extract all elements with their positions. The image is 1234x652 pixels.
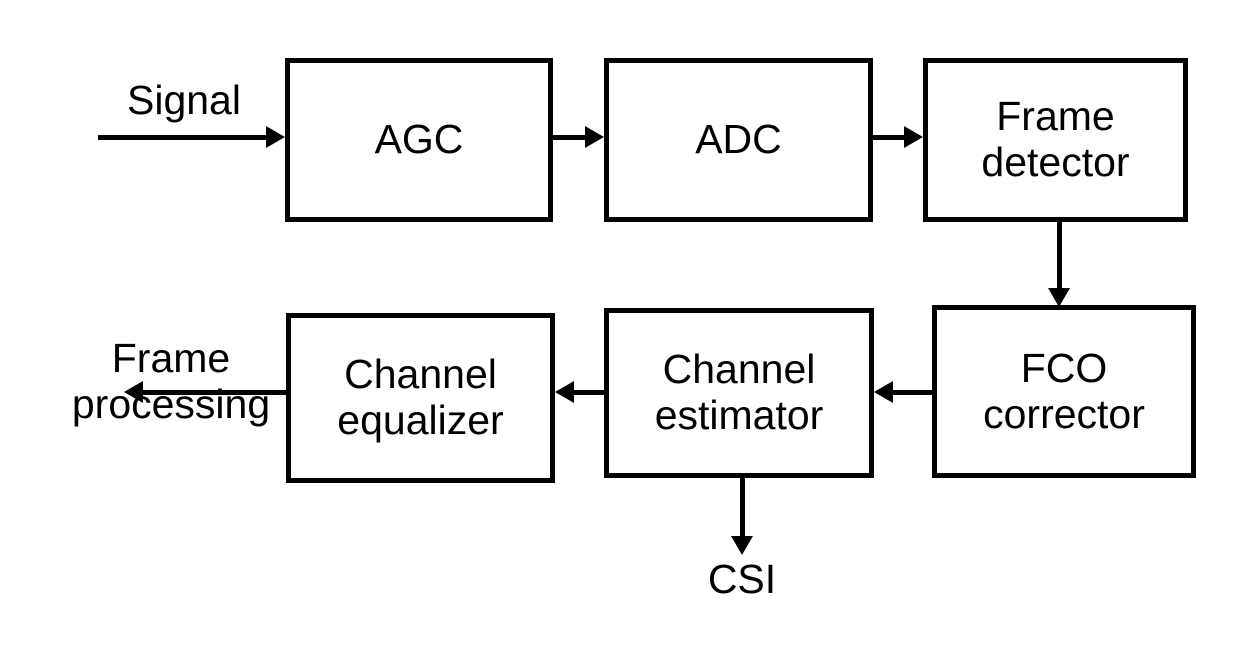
arrow-head-estimator-to-csi — [731, 536, 753, 555]
arrow-head-fco-to-estimator — [874, 381, 893, 403]
block-agc[interactable]: AGC — [285, 58, 553, 222]
block-channel-estimator[interactable]: Channel estimator — [604, 308, 874, 478]
arrow-head-frame-detector-to-fco — [1048, 288, 1070, 307]
frame-processing-label: Frame processing — [71, 335, 271, 427]
block-channel-equalizer[interactable]: Channel equalizer — [286, 313, 555, 483]
connector-signal-to-agc — [98, 135, 266, 140]
arrow-head-signal-to-agc — [266, 126, 285, 148]
connector-estimator-to-equalizer — [574, 390, 604, 395]
arrow-head-equalizer-to-frame-processing — [124, 381, 143, 403]
connector-estimator-to-csi — [740, 478, 745, 536]
block-fco-corrector-label: FCO corrector — [983, 344, 1145, 437]
csi-label: CSI — [707, 556, 777, 602]
block-adc[interactable]: ADC — [604, 58, 873, 222]
connector-fco-to-estimator — [893, 390, 932, 395]
block-frame-detector-label: Frame detector — [981, 93, 1130, 185]
arrow-head-estimator-to-equalizer — [555, 381, 574, 403]
arrow-head-agc-to-adc — [585, 126, 604, 148]
block-channel-estimator-label: Channel estimator — [654, 346, 824, 438]
signal-label: Signal — [127, 77, 241, 123]
arrow-head-adc-to-frame-detector — [904, 126, 923, 148]
connector-frame-detector-to-fco — [1057, 222, 1062, 288]
block-frame-detector[interactable]: Frame detector — [923, 58, 1188, 222]
connector-equalizer-to-frame-processing — [143, 390, 288, 395]
connector-adc-to-frame-detector — [873, 135, 904, 140]
block-agc-label: AGC — [374, 116, 464, 163]
block-adc-label: ADC — [695, 116, 782, 163]
connector-agc-to-adc — [553, 135, 585, 140]
block-channel-equalizer-label: Channel equalizer — [337, 351, 504, 443]
block-fco-corrector[interactable]: FCO corrector — [932, 305, 1196, 478]
